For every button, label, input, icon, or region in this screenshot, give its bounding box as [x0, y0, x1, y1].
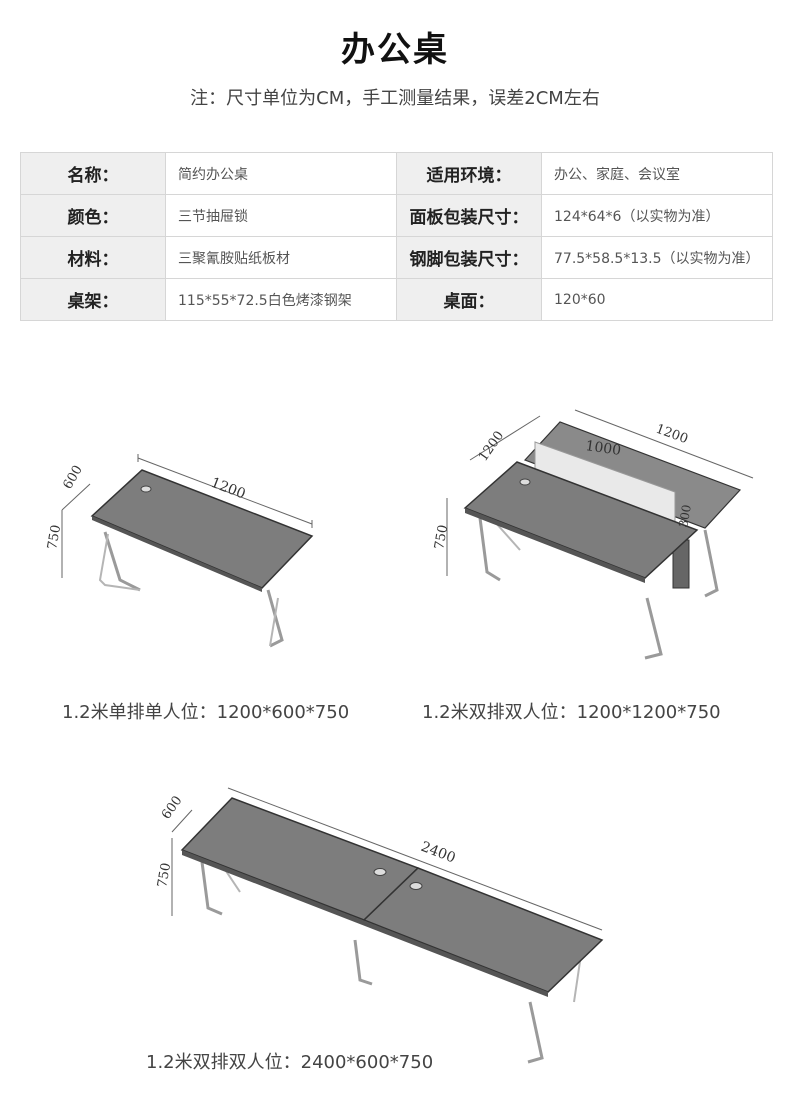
screen-width-dimension: 1000: [584, 438, 622, 459]
spec-key: 材料：: [20, 236, 166, 279]
height-dimension: 750: [432, 524, 451, 551]
depth-dimension: 1200: [476, 429, 507, 465]
spec-row: 颜色： 三节抽屉锁 面板包装尺寸： 124*64*6（以实物为准）: [20, 194, 773, 237]
long-desk-diagram: 2400 600 750: [155, 787, 604, 1064]
height-dimension: 750: [155, 862, 174, 889]
spec-value: 三聚氰胺贴纸板材: [165, 236, 397, 279]
spec-value: 三节抽屉锁: [165, 194, 397, 237]
spec-table: 名称： 简约办公桌 适用环境： 办公、家庭、会议室 颜色： 三节抽屉锁 面板包装…: [20, 152, 773, 321]
single-desk-caption: 1.2米单排单人位：1200*600*750: [62, 702, 350, 723]
height-dimension: 750: [45, 524, 64, 551]
page-title: 办公桌: [341, 30, 449, 70]
spec-row: 桌架： 115*55*72.5白色烤漆钢架 桌面： 120*60: [20, 278, 773, 321]
spec-value: 办公、家庭、会议室: [541, 152, 773, 195]
measurement-note: 注：尺寸单位为CM，手工测量结果，误差2CM左右: [190, 88, 600, 109]
spec-key: 颜色：: [20, 194, 166, 237]
spec-value: 120*60: [541, 278, 773, 321]
screen-height-dimension: 300: [676, 504, 694, 529]
depth-dimension: 600: [60, 463, 85, 492]
depth-dimension: 600: [159, 793, 186, 822]
double-desk-caption: 1.2米双排双人位：1200*1200*750: [422, 702, 721, 723]
spec-key: 面板包装尺寸：: [396, 194, 542, 237]
double-desk-diagram: 1000 1200 1200 750 300: [432, 409, 754, 660]
long-desk-caption: 1.2米双排双人位：2400*600*750: [146, 1052, 434, 1073]
spec-row: 名称： 简约办公桌 适用环境： 办公、家庭、会议室: [20, 152, 773, 195]
spec-value: 77.5*58.5*13.5（以实物为准）: [541, 236, 773, 279]
single-desk-diagram: 1200 600 750: [45, 454, 314, 648]
spec-value: 简约办公桌: [165, 152, 397, 195]
spec-key: 适用环境：: [396, 152, 542, 195]
spec-key: 名称：: [20, 152, 166, 195]
spec-key: 钢脚包装尺寸：: [396, 236, 542, 279]
spec-key: 桌面：: [396, 278, 542, 321]
spec-row: 材料： 三聚氰胺贴纸板材 钢脚包装尺寸： 77.5*58.5*13.5（以实物为…: [20, 236, 773, 279]
spec-value: 124*64*6（以实物为准）: [541, 194, 773, 237]
spec-value: 115*55*72.5白色烤漆钢架: [165, 278, 397, 321]
spec-key: 桌架：: [20, 278, 166, 321]
width-dimension: 1200: [654, 422, 690, 447]
